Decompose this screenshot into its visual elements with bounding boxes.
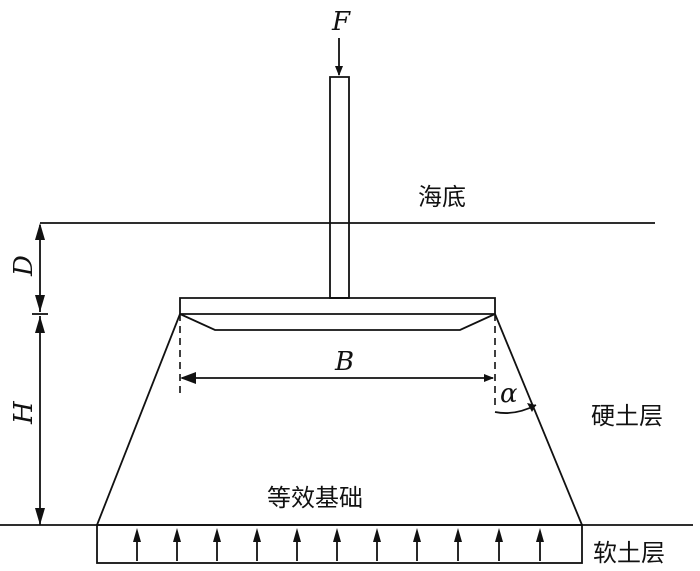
column — [329, 76, 350, 299]
reaction-arrow-head — [536, 528, 544, 542]
equivalent-foundation-label: 等效基础 — [267, 484, 363, 512]
reaction-arrow-head — [133, 528, 141, 542]
equivalent-foundation-box — [96, 524, 583, 564]
reaction-arrow-head — [413, 528, 421, 542]
reaction-arrow-head — [495, 528, 503, 542]
angle-arrow — [527, 403, 536, 412]
reaction-arrow-head — [373, 528, 381, 542]
soft-layer-label: 软土层 — [593, 539, 665, 567]
depth-label: D — [9, 255, 39, 277]
depth-arrow-top — [35, 223, 45, 240]
hard-layer-label: 硬土层 — [591, 402, 663, 430]
spread-line-left — [96, 313, 181, 526]
reaction-arrow-head — [454, 528, 462, 542]
reaction-arrow-head — [293, 528, 301, 542]
reaction-arrow-head — [333, 528, 341, 542]
reaction-arrow-head — [213, 528, 221, 542]
reaction-arrow-head — [173, 528, 181, 542]
height-arrow-top — [35, 316, 45, 333]
depth-arrow-bottom — [35, 295, 45, 312]
height-arrow-bottom — [35, 508, 45, 525]
spread-line-right — [494, 313, 583, 526]
width-label: B — [334, 347, 354, 377]
width-arrow-left — [180, 372, 196, 384]
seabed-label: 海底 — [418, 183, 466, 211]
height-label: H — [9, 400, 39, 425]
reaction-arrows — [133, 528, 544, 561]
reaction-arrow-head — [253, 528, 261, 542]
force-label: F — [331, 7, 351, 37]
angle-label: α — [500, 379, 518, 409]
